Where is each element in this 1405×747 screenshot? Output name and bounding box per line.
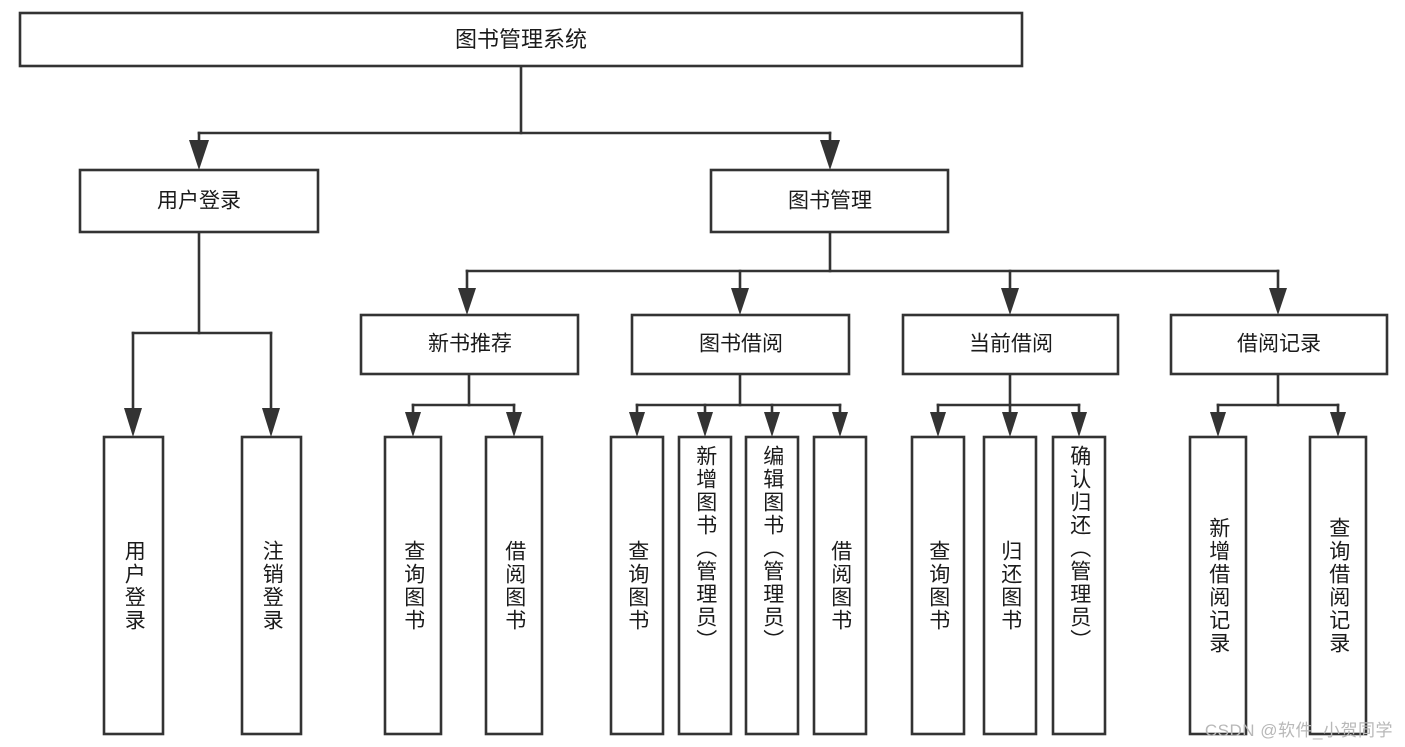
arrow-head-cur-return-book bbox=[1002, 412, 1018, 437]
node-book-borrow-box[interactable] bbox=[630, 313, 851, 376]
connector-group-new-book-rec-to-leaves bbox=[405, 372, 522, 437]
leaf-box-borrow-add-book[interactable] bbox=[677, 435, 733, 736]
connector-group-book-manage-to-level3 bbox=[458, 230, 1287, 315]
node-root-box[interactable] bbox=[18, 11, 1024, 68]
node-book-manage-label: 图书管理 bbox=[788, 190, 872, 213]
leaf-box-cur-query-book[interactable] bbox=[910, 435, 966, 736]
leaf-box-rec-add-record[interactable] bbox=[1188, 435, 1248, 736]
arrow-head-borrow-borrow-book bbox=[832, 412, 848, 437]
node-borrow-record-box[interactable] bbox=[1169, 313, 1389, 376]
leaf-box-user-login-do[interactable] bbox=[102, 435, 165, 736]
node-current-borrow-box[interactable] bbox=[901, 313, 1120, 376]
node-user-login-label: 用户登录 bbox=[157, 190, 241, 213]
node-book-manage[interactable]: 图书管理 bbox=[709, 168, 950, 234]
arrow-head-borrow-query-book bbox=[629, 412, 645, 437]
node-root-label: 图书管理系统 bbox=[455, 27, 587, 52]
arrow-head-rec-query-book bbox=[405, 412, 421, 437]
node-book-borrow[interactable]: 图书借阅 bbox=[630, 313, 851, 376]
leaf-box-rec-query-book[interactable] bbox=[383, 435, 443, 736]
node-new-book-rec[interactable]: 新书推荐 bbox=[359, 313, 580, 376]
node-borrow-record[interactable]: 借阅记录 bbox=[1169, 313, 1389, 376]
node-new-book-rec-label: 新书推荐 bbox=[428, 333, 512, 356]
leaf-box-rec-borrow-book[interactable] bbox=[484, 435, 544, 736]
arrow-head-rec-borrow-book bbox=[506, 412, 522, 437]
arrow-head-borrow-edit-book bbox=[764, 412, 780, 437]
arrow-head-new-book-rec bbox=[458, 288, 476, 315]
arrow-head-borrow-record bbox=[1269, 288, 1287, 315]
arrow-head-book-borrow bbox=[731, 288, 749, 315]
connector-group-root-to-level2 bbox=[189, 64, 840, 170]
leaf-box-borrow-query-book[interactable] bbox=[609, 435, 665, 736]
arrow-head-book-manage bbox=[820, 140, 840, 170]
node-user-login[interactable]: 用户登录 bbox=[78, 168, 320, 234]
leaf-box-cur-return-book[interactable] bbox=[982, 435, 1038, 736]
node-root[interactable]: 图书管理系统 bbox=[18, 11, 1024, 68]
arrow-head-cur-query-book bbox=[930, 412, 946, 437]
node-book-manage-box[interactable] bbox=[709, 168, 950, 234]
arrow-head-rec-query-record bbox=[1330, 412, 1346, 437]
node-current-borrow[interactable]: 当前借阅 bbox=[901, 313, 1120, 376]
arrow-head-user-login bbox=[189, 140, 209, 170]
connector-group-user-login-to-leaves bbox=[124, 230, 280, 437]
node-new-book-rec-box[interactable] bbox=[359, 313, 580, 376]
leaf-boxes-group bbox=[102, 435, 1368, 736]
leaf-box-user-logout[interactable] bbox=[240, 435, 303, 736]
leaf-box-borrow-edit-book[interactable] bbox=[744, 435, 800, 736]
node-book-borrow-label: 图书借阅 bbox=[699, 333, 783, 356]
node-current-borrow-label: 当前借阅 bbox=[969, 333, 1053, 356]
arrow-head-borrow-add-book bbox=[697, 412, 713, 437]
connector-group-current-borrow-to-leaves bbox=[930, 372, 1087, 437]
arrow-head-cur-confirm-return bbox=[1071, 412, 1087, 437]
connector-group-borrow-record-to-leaves bbox=[1210, 372, 1346, 437]
arrow-head-user-logout bbox=[262, 408, 280, 437]
node-borrow-record-label: 借阅记录 bbox=[1237, 333, 1321, 356]
leaf-box-rec-query-record[interactable] bbox=[1308, 435, 1368, 736]
arrow-head-user-login-do bbox=[124, 408, 142, 437]
watermark-text: CSDN @软件_小贺同学 bbox=[1204, 721, 1393, 740]
connector-group-book-borrow-to-leaves bbox=[629, 372, 848, 437]
leaf-box-cur-confirm-return[interactable] bbox=[1051, 435, 1107, 736]
leaf-box-borrow-borrow-book[interactable] bbox=[812, 435, 868, 736]
arrow-head-rec-add-record bbox=[1210, 412, 1226, 437]
node-user-login-box[interactable] bbox=[78, 168, 320, 234]
arrow-head-current-borrow bbox=[1001, 288, 1019, 315]
